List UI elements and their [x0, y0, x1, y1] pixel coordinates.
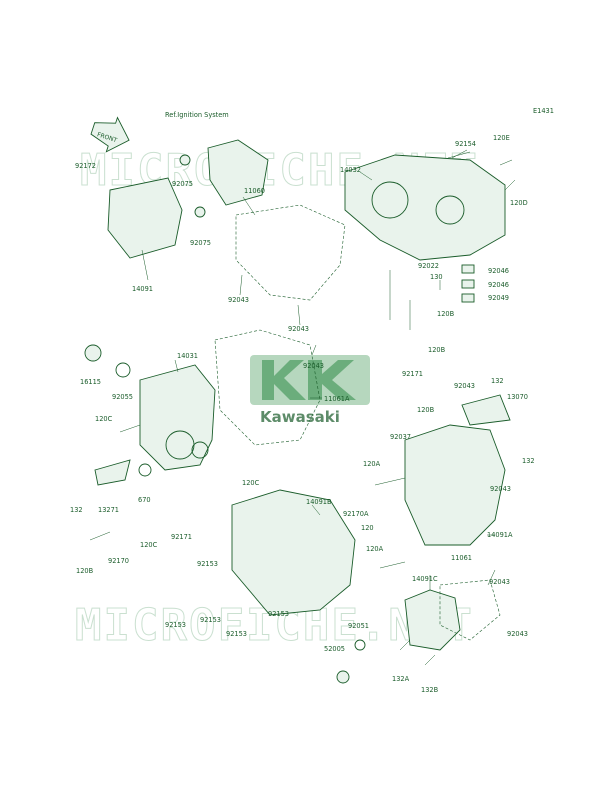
label-120D: 120D [510, 199, 528, 207]
label-120E: 120E [493, 134, 510, 142]
label-92051: 92051 [348, 622, 369, 630]
front-arrow: FRONT [90, 116, 130, 153]
label-14032: 14032 [340, 166, 361, 174]
label-120C-a: 120C [95, 415, 113, 423]
leader-lines [141, 149, 496, 590]
label-92046-b: 92046 [488, 281, 509, 289]
label-92043-e: 92043 [490, 485, 511, 493]
label-92037: 92037 [390, 433, 411, 441]
label-92153-c: 92153 [200, 616, 221, 624]
label-120B-a: 120B [437, 310, 455, 318]
cover-14091 [107, 177, 183, 259]
label-92046-a: 92046 [488, 267, 509, 275]
plate-13271 [94, 459, 131, 486]
label-120A-b: 120A [366, 545, 384, 553]
label-92055: 92055 [112, 393, 133, 401]
label-11061: 11061 [451, 554, 472, 562]
label-11060: 11060 [244, 187, 265, 195]
label-11061A: 11061A [324, 395, 350, 403]
label-92170: 92170 [108, 557, 129, 565]
label-120B-d: 120B [76, 567, 94, 575]
label-92043-d: 92043 [454, 382, 475, 390]
label-120B-b: 120B [428, 346, 446, 354]
label-92043-a: 92043 [228, 296, 249, 304]
label-92170A: 92170A [343, 510, 369, 518]
brand-text: Kawasaki [260, 408, 340, 426]
label-120B-c: 120B [417, 406, 435, 414]
label-92154: 92154 [455, 140, 476, 148]
part-labels: 92154 120E 14032 120D 11060 92172 92075 … [70, 134, 535, 694]
kawasaki-logo: Kawasaki [250, 355, 370, 426]
plate-13070 [461, 394, 511, 426]
label-132A: 132A [392, 675, 410, 683]
label-670: 670 [138, 496, 151, 504]
gasket-11061 [439, 579, 501, 641]
label-92043-f: 92043 [489, 578, 510, 586]
label-92153-e: 92153 [226, 630, 247, 638]
label-92022: 92022 [418, 262, 439, 270]
ref-ignition-note: Ref.Ignition System [165, 111, 229, 119]
label-14091A: 14091A [487, 531, 513, 539]
cover-14091B [231, 489, 356, 616]
cap-16115 [84, 344, 102, 362]
cover-14032-bore [371, 181, 409, 219]
label-120C-b: 120C [242, 479, 260, 487]
label-92153-b: 92153 [165, 621, 186, 629]
label-92075-a: 92075 [172, 180, 193, 188]
label-92171-b: 92171 [171, 533, 192, 541]
label-14031: 14031 [177, 352, 198, 360]
bolts [89, 151, 516, 666]
oring-92051 [354, 639, 366, 651]
label-13271: 13271 [98, 506, 119, 514]
bushing-92046-a [461, 264, 475, 274]
label-16115: 16115 [80, 378, 101, 386]
label-92043-b: 92043 [288, 325, 309, 333]
gasket-11060 [235, 204, 346, 301]
cover-14091A [404, 424, 506, 546]
label-92043-c: 92043 [303, 362, 324, 370]
grommet-92075-top [179, 154, 191, 166]
cover-14032-bore-2 [435, 195, 465, 225]
label-92171-a: 92171 [402, 370, 423, 378]
label-92049: 92049 [488, 294, 509, 302]
label-14091: 14091 [132, 285, 153, 293]
gasket-11061A [214, 329, 321, 446]
collar-92049 [461, 293, 475, 303]
label-92075-b: 92075 [190, 239, 211, 247]
bushing-92046-b [461, 279, 475, 289]
label-120C-c: 120C [140, 541, 158, 549]
ignition-bracket [207, 139, 269, 206]
oring-92055 [115, 362, 131, 378]
label-52005: 52005 [324, 645, 345, 653]
label-92043-g: 92043 [507, 630, 528, 638]
cover-14031 [139, 364, 216, 471]
label-132B: 132B [421, 686, 439, 694]
cover-14032 [344, 154, 506, 261]
label-14091B: 14091B [306, 498, 332, 506]
label-132-a: 132 [491, 377, 504, 385]
diagram-code: E1431 [533, 107, 554, 115]
label-14091C: 14091C [412, 575, 438, 583]
label-92153-d: 92153 [268, 610, 289, 618]
label-92172: 92172 [75, 162, 96, 170]
label-130: 130 [430, 273, 443, 281]
label-132-c: 132 [70, 506, 83, 514]
label-92153-a: 92153 [197, 560, 218, 568]
label-120: 120 [361, 524, 374, 532]
grommet-92075-bottom [194, 206, 206, 218]
label-120A-a: 120A [363, 460, 381, 468]
label-13070: 13070 [507, 393, 528, 401]
cover-14031-bore-2 [191, 441, 209, 459]
oring-670 [138, 463, 152, 477]
label-132-b: 132 [522, 457, 535, 465]
seal-52005 [336, 670, 350, 684]
